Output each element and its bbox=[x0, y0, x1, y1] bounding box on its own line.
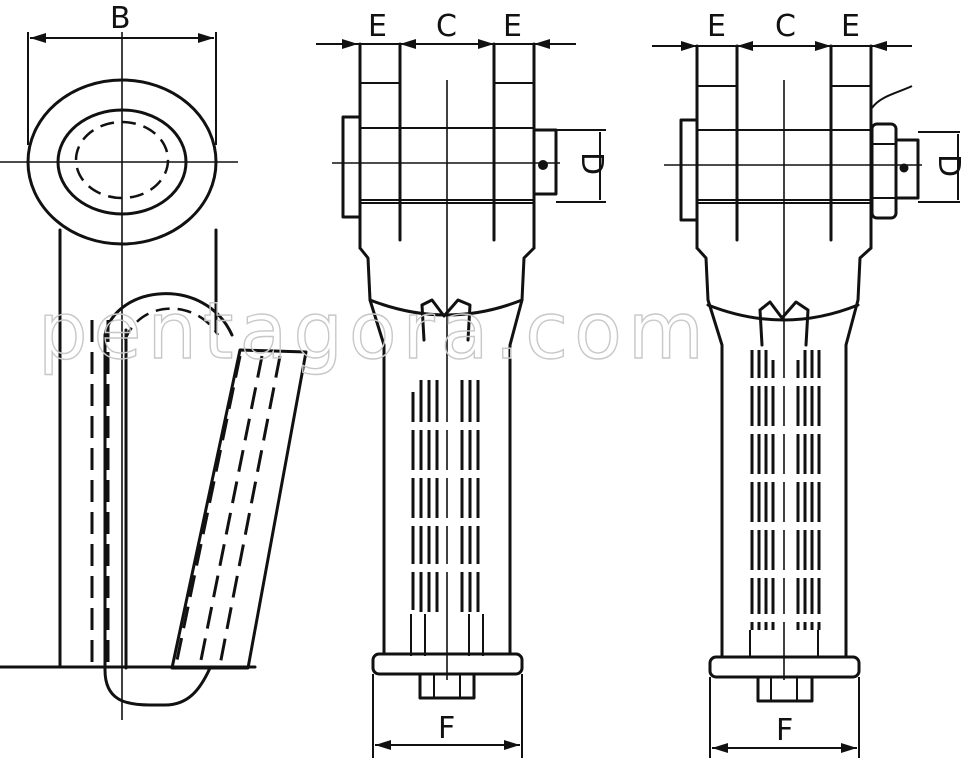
dim-arrow-6 bbox=[737, 41, 753, 51]
dim-label-e-2: E bbox=[503, 9, 522, 44]
dim-b-arrow-left bbox=[30, 33, 46, 43]
pin-head bbox=[341, 115, 362, 219]
dim-f1-arrow-left bbox=[375, 740, 391, 750]
wedge-hidden-2 bbox=[198, 355, 264, 666]
dim-label-f-1: F bbox=[438, 711, 455, 746]
dim-f1-arrow-right bbox=[504, 740, 520, 750]
dim-arrow-7 bbox=[815, 41, 831, 51]
body2-right-outline bbox=[844, 246, 873, 658]
wedge-hidden-3 bbox=[218, 355, 282, 666]
cotter-pin-hole-2 bbox=[899, 163, 909, 173]
pin-end bbox=[532, 128, 558, 196]
dim-label-c-2: C bbox=[775, 9, 796, 44]
dim-label-b: B bbox=[110, 1, 131, 36]
loop-body-outline bbox=[103, 333, 212, 707]
dim-arrow-2 bbox=[400, 39, 416, 49]
eye-hidden-bore bbox=[74, 120, 170, 200]
dim-arrow-3 bbox=[478, 39, 494, 49]
dim-label-f-2: F bbox=[776, 713, 793, 748]
dim-b-arrow-right bbox=[198, 33, 214, 43]
front-view-bolt: E C E D bbox=[652, 9, 966, 758]
dim-f2-arrow-left bbox=[712, 743, 728, 753]
dim-arrow-5 bbox=[681, 41, 697, 51]
neck2-wire-split bbox=[758, 300, 810, 347]
cotter-pin-hole bbox=[538, 160, 548, 170]
eye-outer-ring bbox=[26, 78, 218, 246]
dim-label-d-2: D bbox=[931, 154, 966, 177]
leader-line bbox=[871, 85, 913, 109]
loop-top-hidden bbox=[123, 307, 220, 341]
base-stub bbox=[418, 672, 476, 700]
base2-stub bbox=[756, 675, 814, 703]
socket-ribs-2 bbox=[750, 350, 821, 630]
dim-label-e-4: E bbox=[841, 9, 860, 44]
eye-inner-ring bbox=[56, 108, 188, 216]
dim-label-e-3: E bbox=[707, 9, 726, 44]
dim-f2-arrow-right bbox=[841, 743, 857, 753]
wedge-hidden-1 bbox=[174, 355, 242, 666]
loop-top-outer bbox=[103, 292, 234, 337]
neck-wire-split bbox=[420, 298, 472, 342]
wedge-outline bbox=[170, 348, 308, 670]
dim-label-e-1: E bbox=[368, 9, 387, 44]
rib-gaps bbox=[405, 422, 490, 572]
dim-label-c-1: C bbox=[436, 9, 457, 44]
dim-arrow-1 bbox=[342, 39, 358, 49]
side-view: B bbox=[0, 1, 308, 720]
socket-ribs bbox=[411, 380, 480, 612]
dim-arrow-8 bbox=[871, 41, 887, 51]
dim-arrow-4 bbox=[534, 39, 550, 49]
front-view-pin: E C E D bbox=[316, 9, 609, 758]
bolt-end bbox=[894, 138, 920, 200]
bolt-head bbox=[679, 118, 699, 222]
dim-label-d-1: D bbox=[574, 152, 609, 175]
watermark-text: pentagora.com bbox=[38, 287, 710, 377]
rib-gaps-2 bbox=[745, 378, 825, 622]
body2-left-outline bbox=[695, 246, 724, 658]
nut bbox=[870, 122, 898, 220]
